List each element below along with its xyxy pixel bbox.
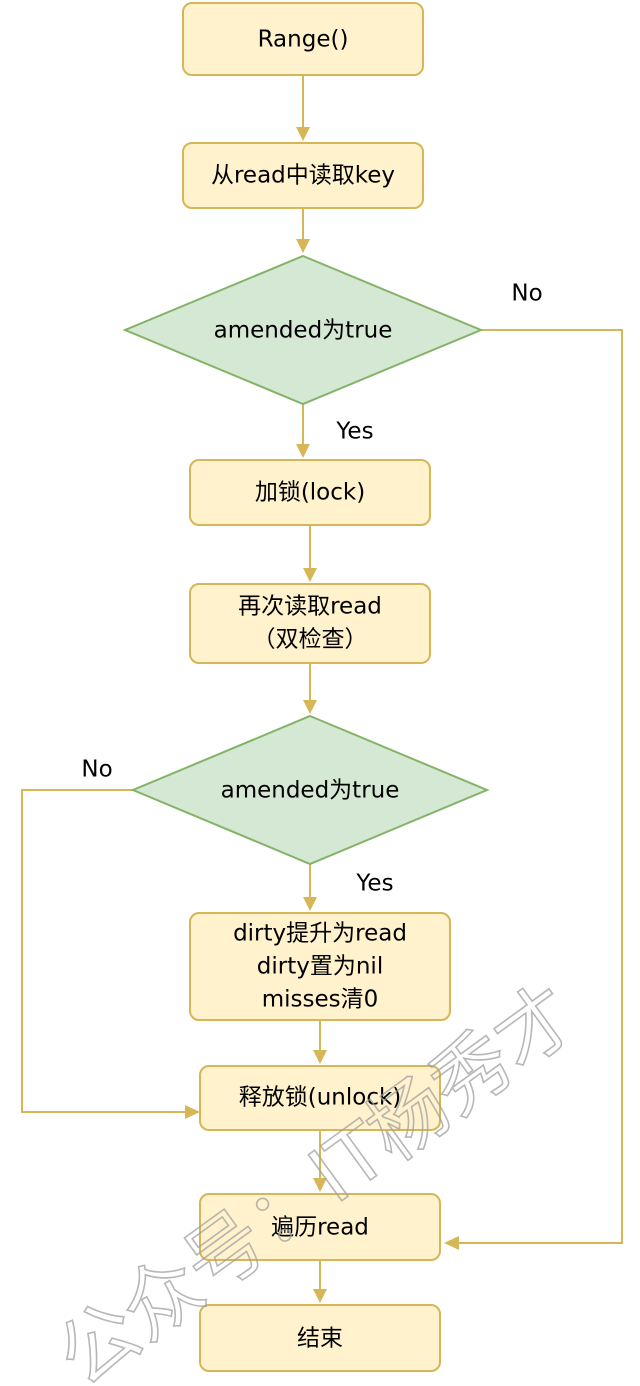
node-promote-label-line3: misses清0 (262, 987, 379, 1013)
node-check1-label: amended为true (214, 318, 393, 344)
node-iterate: 遍历read (199, 1193, 441, 1261)
arrowhead (303, 568, 317, 582)
node-reread-label-line1: 再次读取read (238, 594, 382, 620)
arrowhead (303, 700, 317, 714)
node-promote-label-line1: dirty提升为read (233, 921, 407, 947)
node-end-label: 结束 (297, 1326, 343, 1352)
node-unlock-label: 释放锁(unlock) (239, 1085, 402, 1111)
node-promote: dirty提升为read dirty置为nil misses清0 (189, 912, 451, 1021)
edge-check2-no (21, 789, 186, 1113)
node-lock: 加锁(lock) (189, 459, 431, 526)
arrowhead (444, 1236, 459, 1250)
node-read-key: 从read中读取key (182, 142, 424, 209)
edge-label-check1-yes: Yes (335, 419, 373, 445)
node-lock-label: 加锁(lock) (255, 480, 365, 506)
arrowhead (313, 1178, 327, 1192)
arrowhead (296, 127, 310, 141)
arrowhead (185, 1105, 200, 1119)
node-end: 结束 (199, 1304, 441, 1372)
node-check1: amended为true (122, 254, 484, 406)
edges (21, 75, 623, 1303)
arrowhead (303, 897, 317, 911)
edge-label-check2-yes: Yes (355, 871, 393, 897)
node-reread-label-line2: （双检查） (253, 627, 368, 653)
arrowhead (313, 1050, 327, 1064)
node-start: Range() (182, 2, 424, 76)
node-unlock: 释放锁(unlock) (199, 1065, 441, 1131)
edge-label-check2-no: No (81, 757, 112, 783)
node-reread: 再次读取read （双检查） (189, 583, 431, 664)
node-check2-label: amended为true (221, 778, 400, 804)
arrowhead (313, 1289, 327, 1303)
edge-label-check1-no: No (511, 281, 542, 307)
arrowhead (296, 239, 310, 253)
node-iterate-label: 遍历read (271, 1215, 369, 1241)
node-promote-label-line2: dirty置为nil (257, 954, 383, 980)
node-check2: amended为true (130, 714, 490, 866)
arrowhead (296, 444, 310, 458)
edge-check1-no (458, 329, 623, 1244)
node-read-key-label: 从read中读取key (211, 163, 395, 189)
node-start-label: Range() (258, 27, 349, 53)
